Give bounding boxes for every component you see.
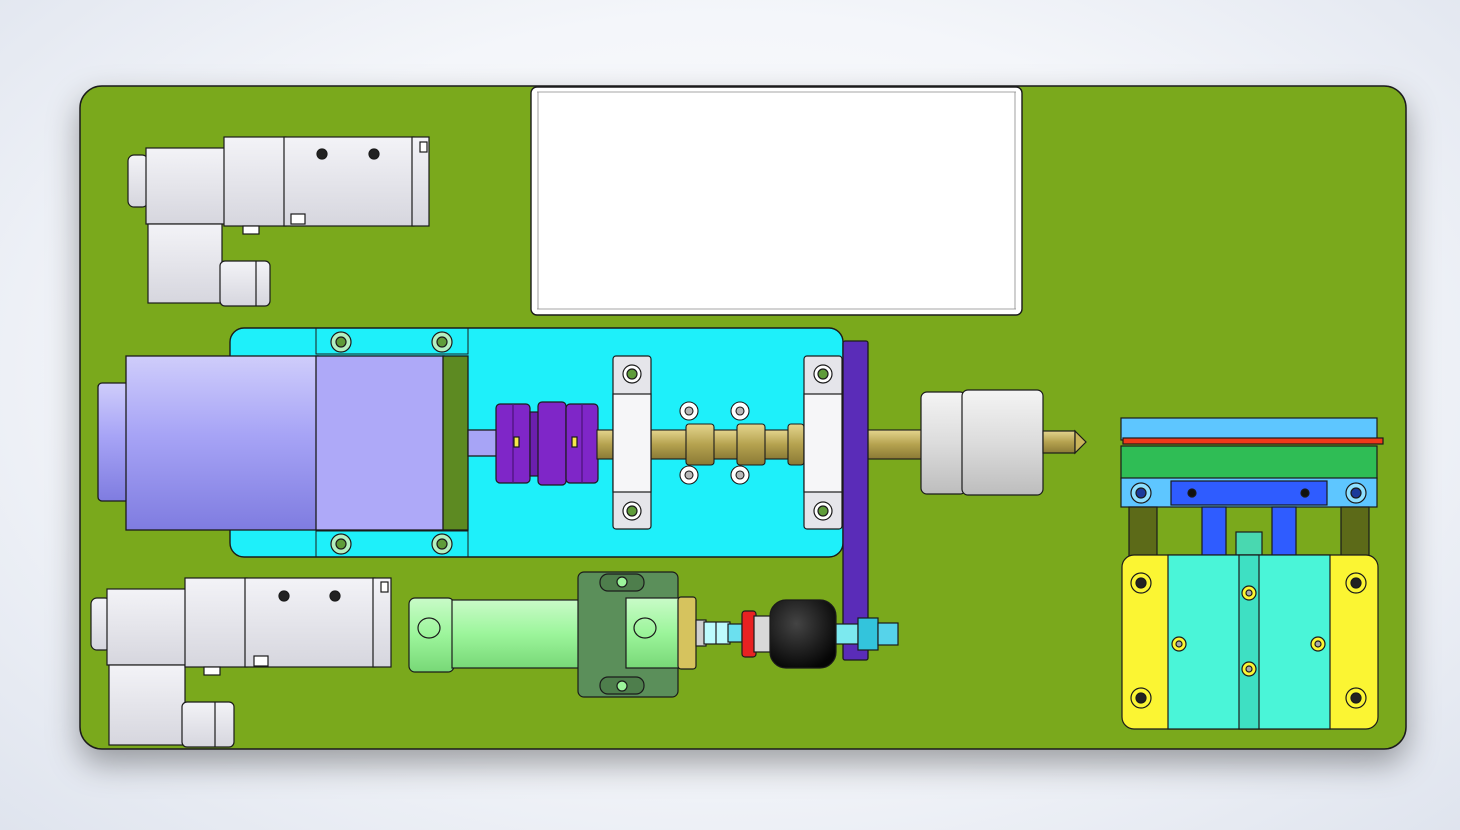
limit-sensor [741, 599, 899, 669]
linear-stage [1120, 417, 1384, 730]
upper-solenoid-valve [127, 136, 430, 307]
bearing-support-right [803, 355, 843, 530]
cover-box [530, 86, 1023, 316]
valve-screw-icon [316, 148, 328, 160]
ball-screw-shaft [596, 401, 943, 485]
servo-motor [97, 355, 499, 531]
valve-screw-icon [368, 148, 380, 160]
tool-holder [920, 389, 1087, 496]
pneumatic-cylinder [408, 571, 743, 698]
mount-bolt-icon [330, 331, 453, 555]
valve-screw-icon [278, 590, 290, 602]
bearing-support-left [612, 355, 652, 530]
shaft-coupling [495, 401, 599, 486]
vertical-bracket [842, 340, 869, 661]
valve-screw-icon [329, 590, 341, 602]
lower-solenoid-valve [90, 577, 392, 748]
